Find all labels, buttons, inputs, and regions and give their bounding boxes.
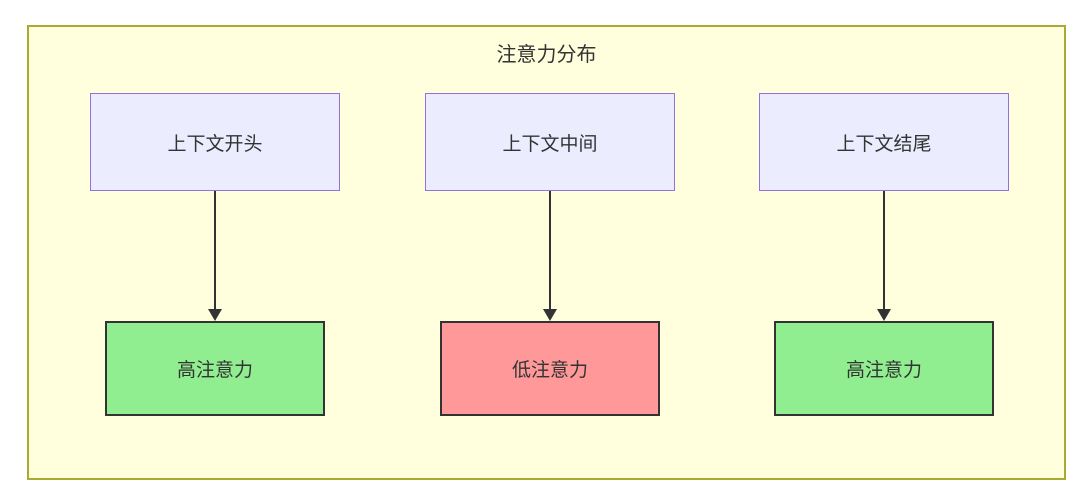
- edge-line: [883, 191, 885, 309]
- diagram-title: 注意力分布: [496, 44, 597, 66]
- edge-start-to-high: [208, 191, 222, 321]
- node-context-start-label: 上下文开头: [167, 133, 263, 155]
- node-context-end: 上下文结尾: [759, 93, 1009, 191]
- flow-column-context-start: 上下文开头 高注意力: [90, 93, 340, 416]
- flow-column-context-middle: 上下文中间 低注意力: [425, 93, 675, 416]
- arrowhead-down-icon: [208, 309, 222, 321]
- edge-middle-to-low: [543, 191, 557, 321]
- node-high-attention-2: 高注意力: [774, 321, 994, 416]
- node-context-middle: 上下文中间: [425, 93, 675, 191]
- node-high-attention-2-label: 高注意力: [845, 360, 922, 381]
- node-high-attention-1: 高注意力: [105, 321, 325, 416]
- node-high-attention-1-label: 高注意力: [176, 360, 253, 381]
- flow-column-context-end: 上下文结尾 高注意力: [759, 93, 1009, 416]
- node-context-middle-label: 上下文中间: [502, 133, 598, 155]
- node-low-attention: 低注意力: [440, 321, 660, 416]
- edge-line: [549, 191, 551, 309]
- edge-end-to-high: [877, 191, 891, 321]
- subgraph-attention-distribution: 注意力分布 上下文开头 高注意力 上下文中间 低注意力: [27, 25, 1066, 480]
- edge-line: [214, 191, 216, 309]
- arrowhead-down-icon: [877, 309, 891, 321]
- node-context-end-label: 上下文结尾: [836, 133, 932, 155]
- node-low-attention-label: 低注意力: [511, 360, 588, 381]
- arrowhead-down-icon: [543, 309, 557, 321]
- node-context-start: 上下文开头: [90, 93, 340, 191]
